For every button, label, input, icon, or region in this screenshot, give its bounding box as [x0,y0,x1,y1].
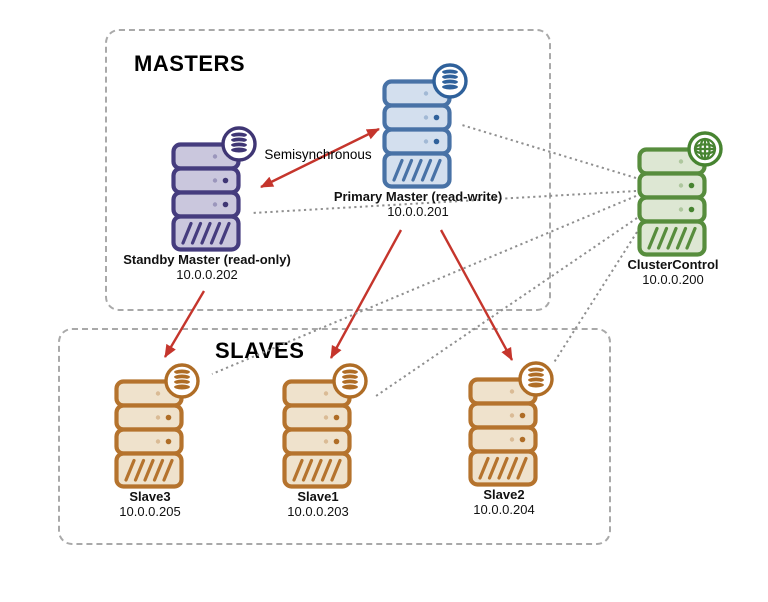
server-name-slave2: Slave2 [483,487,525,502]
server-ip-primary-master: 10.0.0.201 [387,204,449,219]
server-icon-slave1 [281,363,369,489]
edge-primary-to-slave2 [439,229,514,361]
group-box-masters: MASTERS [105,29,551,311]
server-ip-slave2: 10.0.0.204 [473,502,535,517]
edge-cc-to-slave3 [211,195,637,375]
server-name-clustercontrol: ClusterControl [627,257,719,272]
server-ip-clustercontrol: 10.0.0.200 [642,272,704,287]
server-name-slave3: Slave3 [129,489,171,504]
server-icon-standby-master [170,126,258,252]
edge-cc-to-slave2 [552,231,638,365]
edge-cc-to-slave1 [375,217,638,397]
server-icon-clustercontrol [636,131,724,257]
server-ip-slave1: 10.0.0.203 [287,504,349,519]
server-icon-slave2 [467,361,555,487]
server-name-slave1: Slave1 [297,489,339,504]
database-icon [526,366,546,389]
globe-icon [693,137,717,161]
group-title-masters: MASTERS [134,51,246,76]
edge-standby-to-slave3 [163,290,206,358]
server-name-primary-master: Primary Master (read-write) [333,189,503,204]
replication-mode-label: Semisynchronous [264,147,372,162]
database-icon [440,68,460,91]
server-icon-slave3 [113,363,201,489]
server-ip-standby-master: 10.0.0.202 [176,267,238,282]
edge-cc-to-primary [461,124,637,179]
server-icon-primary-master [381,63,469,189]
edge-semisync [260,127,380,189]
edge-cc-to-standby [251,190,637,214]
server-ip-slave3: 10.0.0.205 [119,504,181,519]
server-name-standby-master: Standby Master (read-only) [123,252,291,267]
edge-primary-to-slave1 [329,229,403,359]
database-icon [229,131,249,154]
database-icon [340,368,360,391]
database-icon [172,368,192,391]
